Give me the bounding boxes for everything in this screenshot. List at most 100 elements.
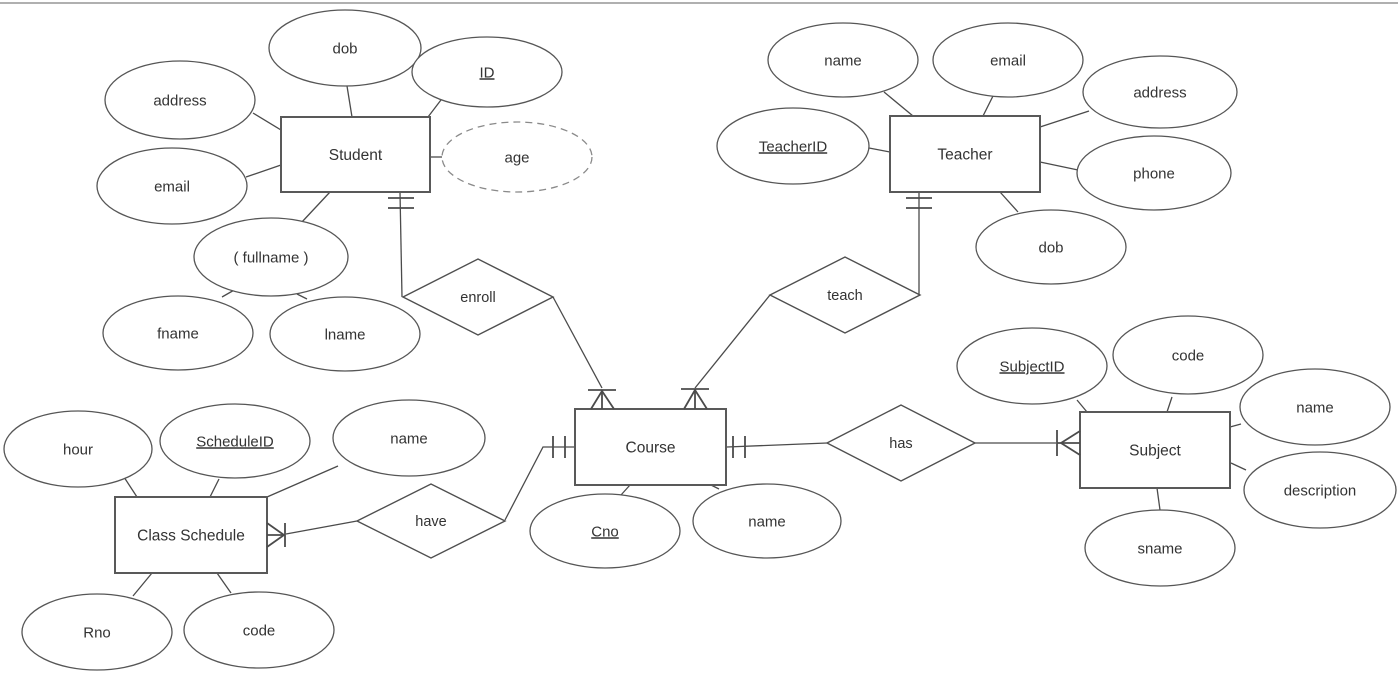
attribute-student-dob[interactable]: dob bbox=[268, 9, 422, 87]
entity-student-box bbox=[280, 116, 431, 193]
attribute-student-email[interactable]: email bbox=[96, 147, 248, 225]
relationship-teach[interactable]: teach bbox=[768, 256, 922, 334]
entity-student-label: Student bbox=[329, 147, 383, 164]
entity-subject-label: Subject bbox=[1129, 442, 1181, 459]
entity-course[interactable]: Course bbox=[574, 408, 727, 486]
entity-subject[interactable]: Subject bbox=[1079, 411, 1231, 489]
relationship-have[interactable]: have bbox=[355, 483, 507, 559]
cardinality-layer bbox=[266, 197, 1081, 548]
connector-teach-course bbox=[694, 294, 771, 389]
attribute-subject-description-ellipse bbox=[1243, 451, 1397, 529]
attribute-teacher-phone-ellipse bbox=[1076, 135, 1232, 211]
attribute-student-age[interactable]: age bbox=[441, 121, 593, 193]
cardinality-course-right-exactly-one bbox=[732, 436, 746, 458]
attribute-schedule-name[interactable]: name bbox=[332, 399, 486, 477]
attribute-subject-code-label: code bbox=[1172, 347, 1205, 364]
connector-attr-schedule-rno bbox=[132, 572, 153, 597]
attribute-teacher-dob[interactable]: dob bbox=[975, 209, 1127, 285]
entity-class-schedule-box bbox=[114, 496, 268, 574]
attribute-schedule-hour-ellipse bbox=[3, 410, 153, 488]
attribute-student-fname-label: fname bbox=[157, 325, 199, 342]
attribute-student-address-label: address bbox=[153, 92, 206, 109]
attribute-student-id-label: ID bbox=[480, 64, 495, 81]
attribute-teacher-email[interactable]: email bbox=[932, 22, 1084, 98]
attribute-student-id-ellipse bbox=[411, 36, 563, 108]
connector-attr-schedule-code bbox=[216, 572, 232, 594]
attribute-schedule-rno-ellipse bbox=[21, 593, 173, 671]
connector-attr-schedule-scheduleid bbox=[209, 478, 220, 498]
attribute-subject-code[interactable]: code bbox=[1112, 315, 1264, 395]
relationship-enroll[interactable]: enroll bbox=[401, 258, 555, 336]
attribute-student-age-ellipse bbox=[441, 121, 593, 193]
attribute-course-name[interactable]: name bbox=[692, 483, 842, 559]
entity-class-schedule-label: Class Schedule bbox=[137, 527, 245, 544]
attribute-student-address-ellipse bbox=[104, 60, 256, 140]
attribute-student-dob-label: dob bbox=[332, 40, 357, 57]
entity-student[interactable]: Student bbox=[280, 116, 431, 193]
attribute-teacher-dob-ellipse bbox=[975, 209, 1127, 285]
relationship-enroll-diamond bbox=[401, 258, 555, 336]
connector-attr-subject-code bbox=[1166, 396, 1173, 413]
connector-attr-teacher-address bbox=[1039, 110, 1090, 128]
relationship-has-diamond bbox=[825, 404, 977, 482]
attribute-schedule-hour[interactable]: hour bbox=[3, 410, 153, 488]
attribute-schedule-name-ellipse bbox=[332, 399, 486, 477]
relationship-has[interactable]: has bbox=[825, 404, 977, 482]
attribute-subject-name[interactable]: name bbox=[1239, 368, 1391, 446]
attribute-teacher-address[interactable]: address bbox=[1082, 55, 1238, 129]
cardinality-teacher-side-exactly-one bbox=[906, 197, 932, 209]
attribute-subject-subjectid-ellipse bbox=[956, 327, 1108, 405]
entity-course-box bbox=[574, 408, 727, 486]
connector-attr-student-address bbox=[252, 112, 282, 131]
attribute-teacher-name[interactable]: name bbox=[767, 22, 919, 98]
attribute-student-fullname[interactable]: ( fullname ) bbox=[193, 217, 349, 297]
attribute-teacher-teacherid[interactable]: TeacherID bbox=[716, 107, 870, 185]
relationship-have-diamond bbox=[355, 483, 507, 559]
attribute-subject-description[interactable]: description bbox=[1243, 451, 1397, 529]
connector-course-has bbox=[726, 442, 828, 448]
attribute-teacher-phone[interactable]: phone bbox=[1076, 135, 1232, 211]
attribute-subject-subjectid[interactable]: SubjectID bbox=[956, 327, 1108, 405]
cardinality-subject-side-one-or-many bbox=[1056, 430, 1081, 456]
attribute-student-email-label: email bbox=[154, 178, 190, 195]
entity-subject-box bbox=[1079, 411, 1231, 489]
attribute-course-cno[interactable]: Cno bbox=[529, 493, 681, 569]
relationship-teach-label: teach bbox=[827, 288, 862, 304]
attribute-student-dob-ellipse bbox=[268, 9, 422, 87]
attribute-subject-description-label: description bbox=[1284, 482, 1357, 499]
attribute-teacher-phone-label: phone bbox=[1133, 165, 1175, 182]
attribute-schedule-name-label: name bbox=[390, 430, 428, 447]
attribute-schedule-scheduleid-label: ScheduleID bbox=[196, 433, 274, 450]
attribute-course-name-ellipse bbox=[692, 483, 842, 559]
attribute-teacher-email-label: email bbox=[990, 52, 1026, 69]
attribute-schedule-rno-label: Rno bbox=[83, 624, 111, 641]
attribute-subject-name-label: name bbox=[1296, 399, 1334, 416]
attribute-student-age-label: age bbox=[504, 149, 529, 166]
attribute-subject-sname[interactable]: sname bbox=[1084, 509, 1236, 587]
connector-student-enroll bbox=[399, 191, 403, 298]
attribute-student-address[interactable]: address bbox=[104, 60, 256, 140]
entity-teacher-box bbox=[889, 115, 1041, 193]
connector-attr-student-dob bbox=[346, 85, 353, 118]
connector-attr-student-fullname bbox=[300, 191, 331, 224]
cardinality-class-schedule-side-one-or-many bbox=[266, 522, 286, 548]
connector-attr-student-email bbox=[245, 164, 282, 178]
attribute-teacher-name-ellipse bbox=[767, 22, 919, 98]
entity-class-schedule[interactable]: Class Schedule bbox=[114, 496, 268, 574]
attribute-course-cno-label: Cno bbox=[591, 523, 619, 540]
entity-teacher-label: Teacher bbox=[937, 146, 992, 163]
attribute-schedule-hour-label: hour bbox=[63, 441, 93, 458]
attribute-teacher-teacherid-ellipse bbox=[716, 107, 870, 185]
attribute-student-id[interactable]: ID bbox=[411, 36, 563, 108]
attribute-student-lname[interactable]: lname bbox=[269, 296, 421, 372]
entity-teacher[interactable]: Teacher bbox=[889, 115, 1041, 193]
attribute-schedule-rno[interactable]: Rno bbox=[21, 593, 173, 671]
attribute-teacher-name-label: name bbox=[824, 52, 862, 69]
connector-attr-teacher-name bbox=[883, 91, 914, 117]
relationship-teach-diamond bbox=[768, 256, 922, 334]
attribute-schedule-scheduleid[interactable]: ScheduleID bbox=[159, 403, 311, 479]
attribute-teacher-dob-label: dob bbox=[1038, 239, 1063, 256]
attribute-schedule-code[interactable]: code bbox=[183, 591, 335, 669]
attribute-student-fname[interactable]: fname bbox=[102, 295, 254, 371]
